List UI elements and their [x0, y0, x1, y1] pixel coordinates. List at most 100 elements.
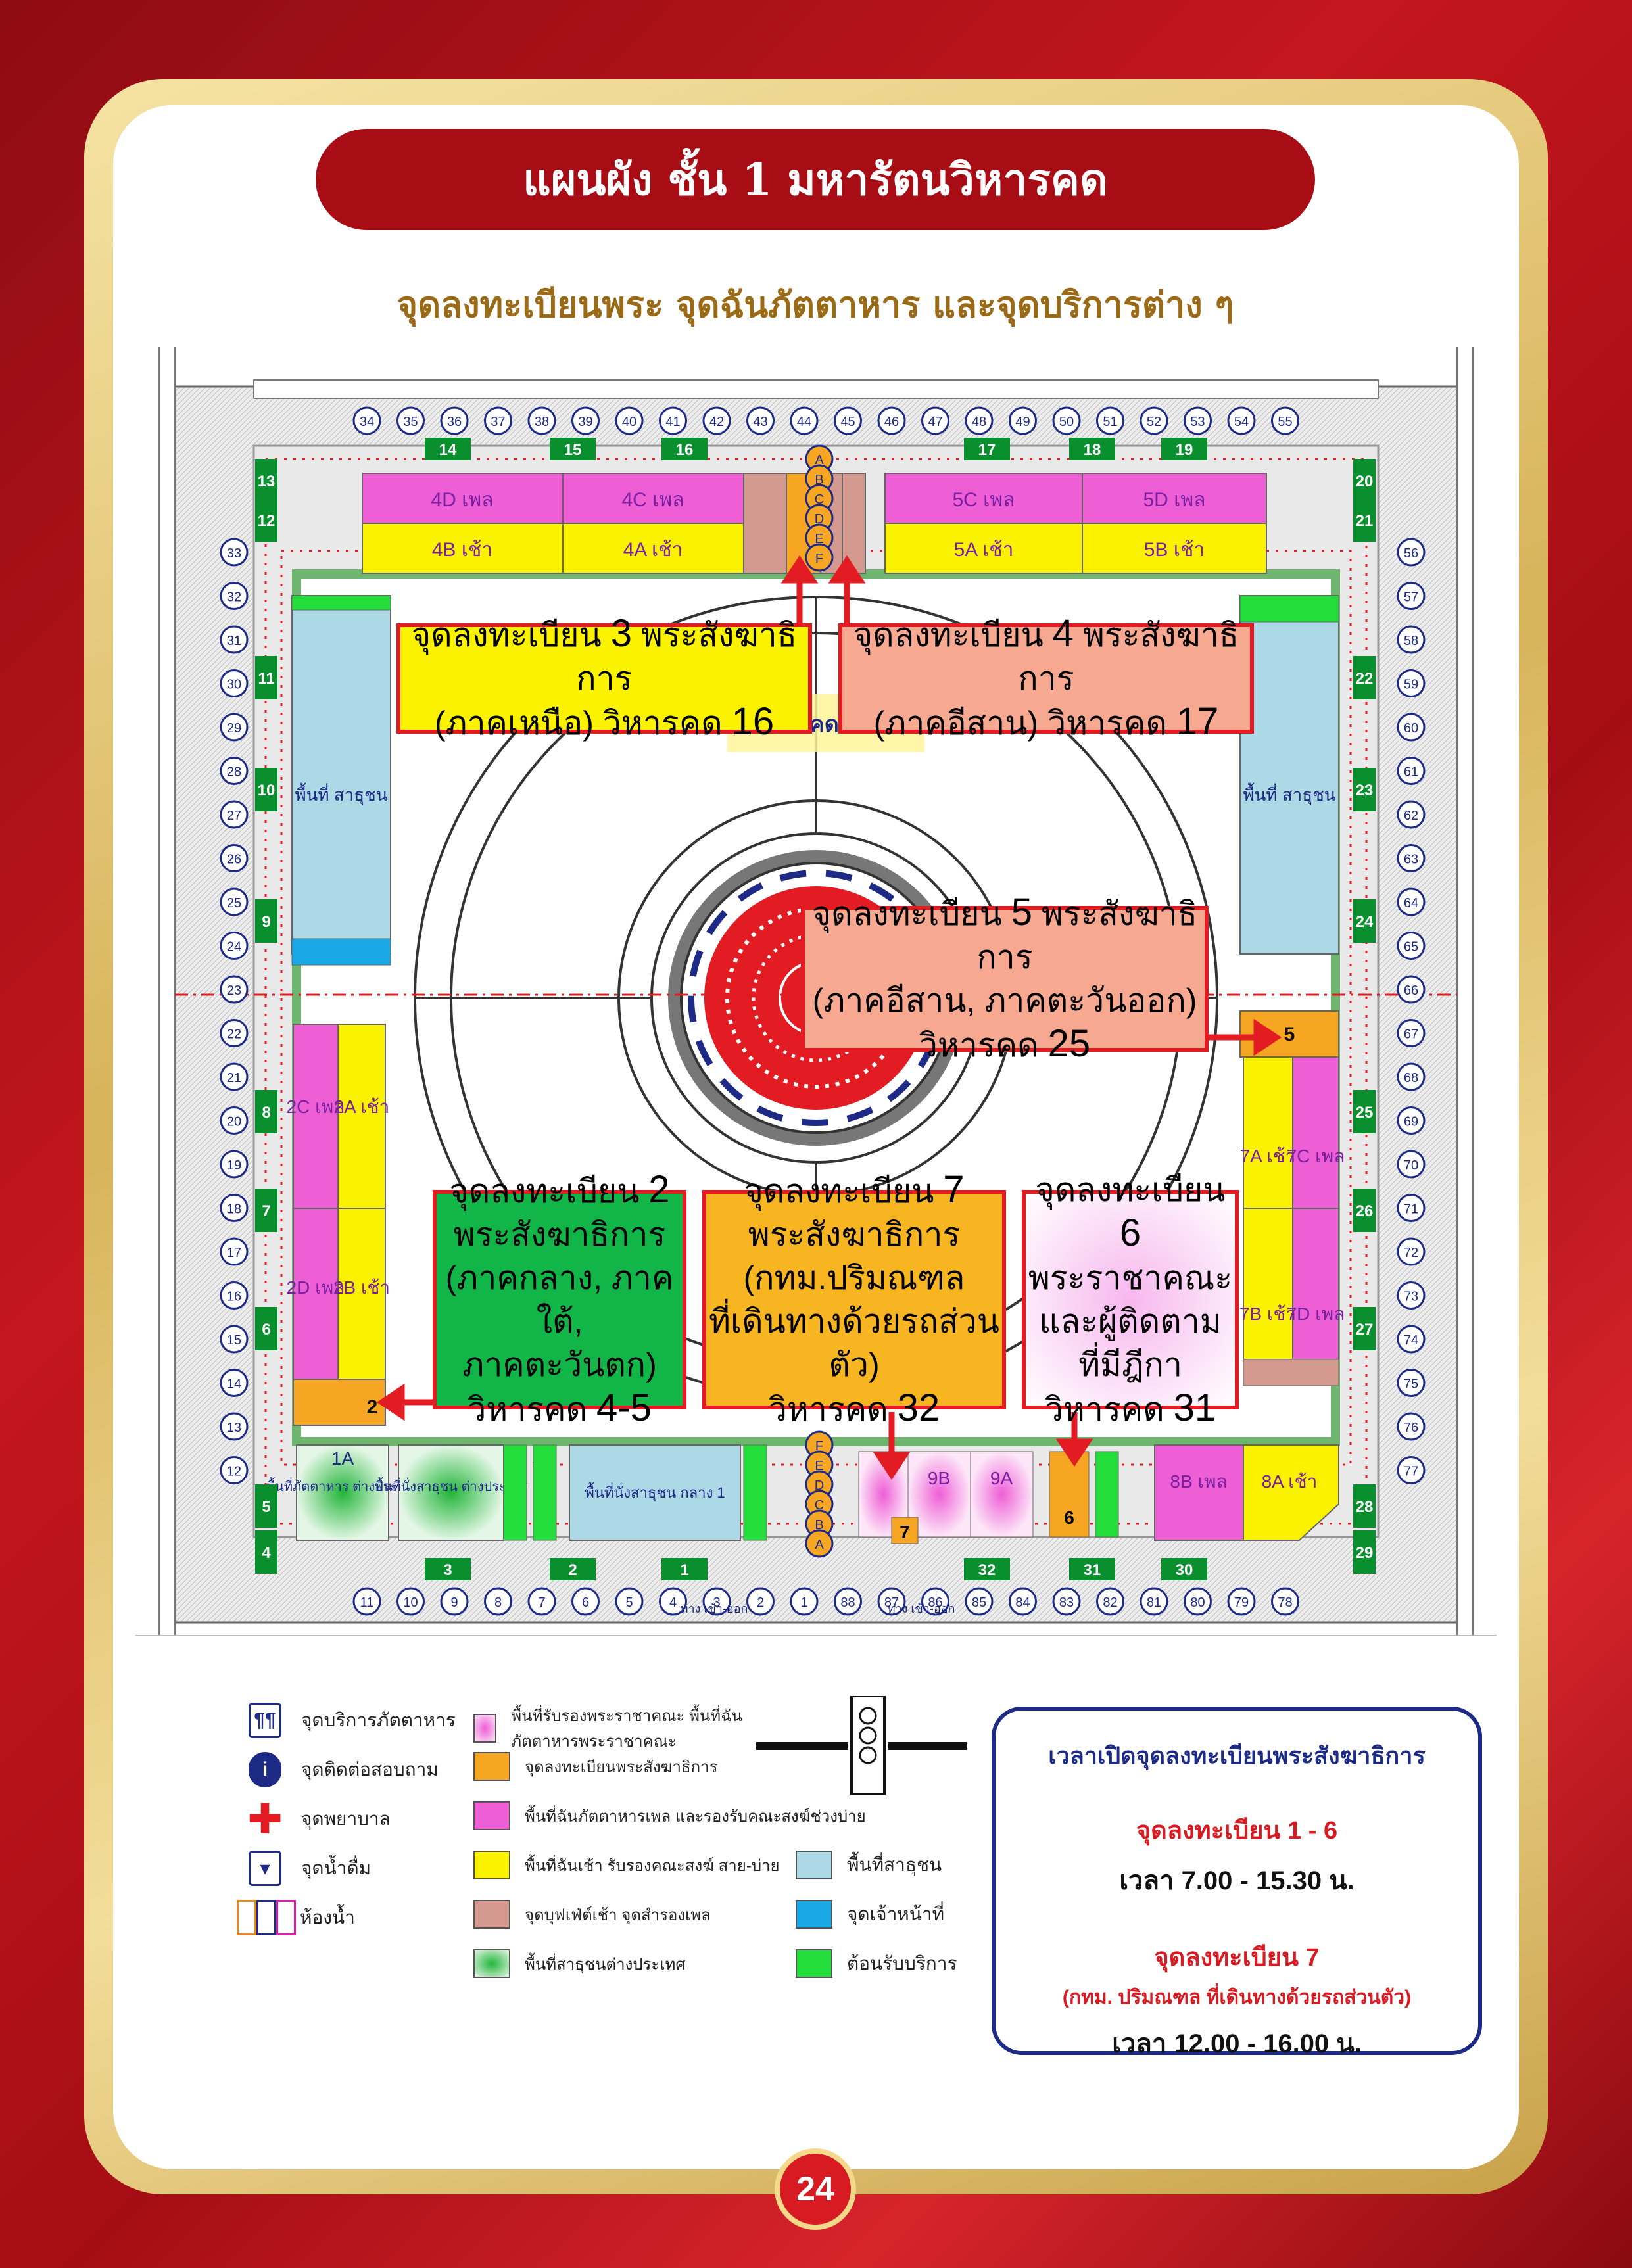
- seat-marker-4: [659, 1587, 687, 1616]
- times-time1: 7.00 - 15.30: [1181, 1866, 1322, 1895]
- legend-breakfast-label: พื้นที่ฉันเช้า รับรองคณะสงฆ์ สาย-บ่าย: [525, 1856, 780, 1875]
- legend-toilet: ห้องน้ำ: [237, 1900, 355, 1935]
- c6-line1: จุดลงทะเบียน: [1035, 1171, 1226, 1208]
- seat-marker-88-label: 88: [840, 1595, 855, 1610]
- gate-12: [255, 498, 277, 542]
- legend-welcome-label: ต้อนรับบริการ: [847, 1953, 957, 1973]
- letter-top-F-label: F: [815, 552, 823, 566]
- zone-2A: 2A เช้า: [334, 1097, 390, 1117]
- gate-8-label: 8: [262, 1104, 270, 1122]
- foreign-food-area: พื้นที่ภัตตาหาร ต่างประเทศ: [266, 1477, 419, 1494]
- letter-top-F: [805, 543, 834, 572]
- zone-7A: 7A เช้า: [1240, 1146, 1296, 1166]
- gate-22: [1353, 656, 1376, 699]
- seat-marker-52-label: 52: [1147, 415, 1161, 429]
- seat-marker-44-label: 44: [797, 415, 811, 429]
- c5-num: 5: [1011, 891, 1032, 933]
- zone-9B: 9B: [928, 1468, 950, 1488]
- seat-marker-35-label: 35: [403, 415, 418, 429]
- legend-food: ¶¶จุดบริการภัตตาหาร: [249, 1703, 456, 1738]
- gate-31: [1069, 1558, 1115, 1580]
- zone-9A: 9A: [990, 1468, 1013, 1488]
- seat-marker-14: [220, 1369, 249, 1397]
- seat-marker-38-label: 38: [535, 415, 549, 429]
- seat-marker-63-label: 63: [1404, 853, 1418, 867]
- seat-marker-84-label: 84: [1015, 1595, 1030, 1610]
- c5-line3: วิหารคด: [919, 1027, 1039, 1064]
- seat-marker-1: [790, 1587, 819, 1616]
- gate-3-label: 3: [443, 1561, 452, 1579]
- seat-marker-86: [921, 1587, 949, 1616]
- c4-line2: (ภาคอีสาน) วิหารคด: [873, 705, 1167, 742]
- seat-marker-85: [965, 1587, 994, 1616]
- legend-water: ▾จุดน้ำดื่ม: [249, 1851, 371, 1886]
- gate-label-right: ทาง เข้า-ออก: [888, 1602, 955, 1615]
- small-reg-6: 6: [1064, 1507, 1074, 1528]
- seat-marker-80: [1184, 1587, 1212, 1616]
- c5-line1b: พระสังฆาธิการ: [976, 895, 1198, 976]
- zone-7D: 7D เพล: [1287, 1304, 1345, 1324]
- seat-marker-8-label: 8: [494, 1595, 502, 1610]
- gate-13-label: 13: [258, 473, 276, 490]
- gate-3: [425, 1558, 471, 1580]
- page-title: แผนผัง ชั้น 1 มหารัตนวิหารคด: [316, 129, 1315, 230]
- seat-marker-40: [615, 406, 644, 435]
- seat-marker-9: [440, 1587, 469, 1616]
- seat-marker-16: [220, 1281, 249, 1310]
- c3-line1b: พระสังฆาธิการ: [576, 617, 798, 697]
- c5-line2: (ภาคอีสาน, ภาคตะวันออก): [812, 982, 1197, 1019]
- gate-23-label: 23: [1356, 782, 1374, 799]
- page-title-text: แผนผัง ชั้น 1 มหารัตนวิหารคด: [523, 153, 1108, 205]
- seat-marker-12-label: 12: [227, 1465, 241, 1479]
- times-reg2-num: 7: [1305, 1944, 1320, 1972]
- zone-4C: 4C เพล: [621, 489, 684, 511]
- c7-line1: จุดลงทะเบียน: [744, 1173, 934, 1210]
- seat-marker-40-label: 40: [622, 415, 636, 429]
- seat-marker-27-label: 27: [227, 809, 241, 823]
- seat-marker-19-label: 19: [227, 1158, 241, 1173]
- water-cup-icon: ▾: [249, 1851, 281, 1886]
- letter-bottom-F-label: F: [815, 1439, 823, 1453]
- seat-marker-12: [220, 1456, 249, 1484]
- zone-2B: 2B เช้า: [333, 1277, 390, 1298]
- small-reg-7: 7: [900, 1522, 910, 1542]
- seat-marker-10-label: 10: [403, 1595, 418, 1610]
- seat-marker-74: [1397, 1325, 1426, 1354]
- seat-marker-50-label: 50: [1059, 415, 1074, 429]
- seat-marker-49-label: 49: [1015, 415, 1030, 429]
- seat-marker-4-label: 4: [669, 1595, 677, 1610]
- zone-5C: 5C เพล: [952, 489, 1015, 511]
- seat-marker-64: [1397, 887, 1426, 916]
- gate-13: [255, 459, 277, 502]
- zone-2C: 2C เพล: [287, 1097, 345, 1117]
- seat-marker-55-label: 55: [1278, 415, 1292, 429]
- gate-25-label: 25: [1356, 1104, 1374, 1122]
- gate-24: [1353, 899, 1376, 943]
- seat-marker-82: [1096, 1587, 1124, 1616]
- c2-line4: ภาคตะวันตก): [462, 1346, 657, 1383]
- seat-marker-23: [220, 975, 249, 1004]
- callout-arrows: [376, 1018, 1282, 1480]
- seat-marker-28-label: 28: [227, 765, 241, 780]
- seat-marker-54: [1227, 406, 1256, 435]
- c4-num2: 17: [1176, 700, 1219, 743]
- seat-marker-56-label: 56: [1404, 546, 1418, 561]
- gate-9: [255, 899, 277, 943]
- seat-marker-16-label: 16: [227, 1290, 241, 1304]
- gate-14: [425, 438, 471, 460]
- seat-marker-69-label: 69: [1404, 1115, 1418, 1129]
- zone-5B: 5B เช้า: [1144, 539, 1205, 561]
- seat-marker-21: [220, 1062, 249, 1091]
- gate-17: [964, 438, 1010, 460]
- seat-marker-83: [1052, 1587, 1081, 1616]
- seat-marker-5: [615, 1587, 644, 1616]
- letter-bottom-C-label: C: [815, 1498, 824, 1513]
- zone-4B: 4B เช้า: [432, 539, 493, 561]
- seat-marker-13: [220, 1412, 249, 1441]
- seat-marker-14-label: 14: [227, 1377, 241, 1392]
- gate-10-label: 10: [258, 782, 276, 799]
- seat-marker-3-label: 3: [713, 1595, 720, 1610]
